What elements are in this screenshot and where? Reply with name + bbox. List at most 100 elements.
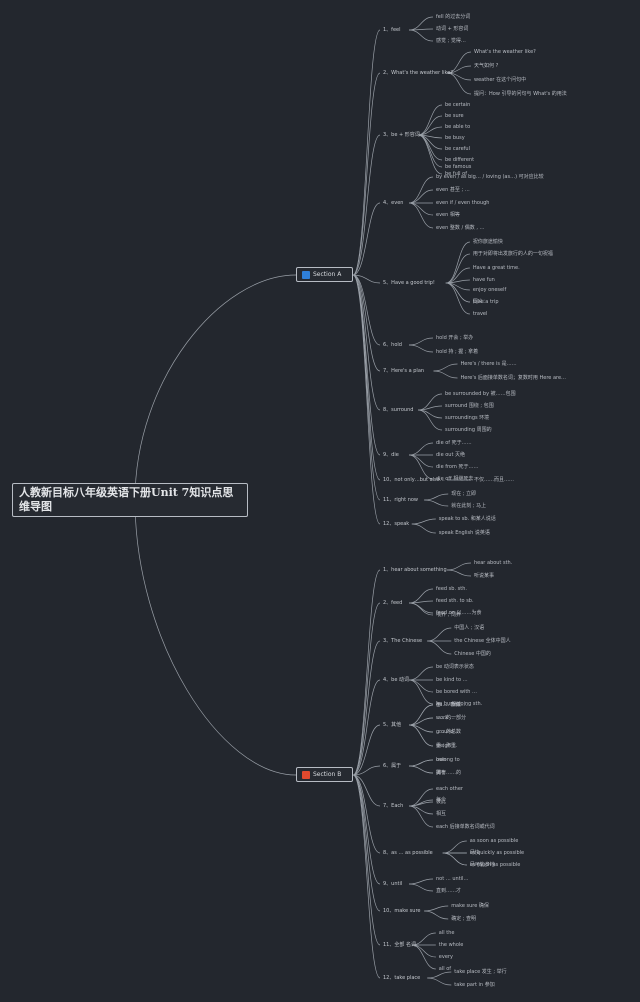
connector-branch-leaf xyxy=(408,600,434,604)
connector-section-branch xyxy=(352,274,381,456)
connector-branch-leaf xyxy=(445,241,470,284)
connector-section-branch xyxy=(352,774,381,912)
connector-branch-leaf xyxy=(408,602,434,616)
connector-branch-leaf xyxy=(442,840,467,854)
connector-branch-leaf xyxy=(408,724,434,747)
connector-section-branch xyxy=(352,274,381,284)
branch-label[interactable]: 11、全部 名词 xyxy=(383,942,416,948)
branch-label[interactable]: 9、until xyxy=(383,881,403,887)
leaf-label: the whole xyxy=(438,942,464,948)
branch-label[interactable]: 6、属于 xyxy=(383,763,402,769)
leaf-label: be 动词表示状态 xyxy=(436,664,474,670)
connector-branch-leaf xyxy=(408,442,434,456)
leaf-label: ground … xyxy=(436,729,461,735)
connector-branch-leaf xyxy=(408,202,434,216)
connector-branch-leaf xyxy=(446,51,472,74)
connector-branch-leaf xyxy=(408,189,434,204)
connector-section-branch xyxy=(352,774,381,946)
connector-section-branch xyxy=(352,274,381,525)
leaf-label: hold 开会 ; 举办 xyxy=(436,335,474,341)
leaf-label: Here's / there is 是…… xyxy=(460,361,517,367)
connector-branch-leaf xyxy=(417,393,443,411)
leaf-label: all the xyxy=(438,930,455,936)
branch-label[interactable]: 5、其他 xyxy=(383,722,402,728)
branch-label[interactable]: 11、right now xyxy=(383,497,419,503)
connector-branch-leaf xyxy=(408,602,434,614)
branch-label[interactable]: 1、feel xyxy=(383,27,401,33)
leaf-label: Have a great time. xyxy=(472,265,520,271)
connector-branch-leaf xyxy=(411,518,436,525)
branch-label[interactable]: 12、speak xyxy=(383,521,410,527)
connector-section-branch xyxy=(352,134,381,276)
connector-section-branch xyxy=(352,602,381,776)
leaf-label: belong to xyxy=(436,757,460,763)
branch-label[interactable]: 4、be 动词 xyxy=(383,677,410,683)
leaf-label: be careful xyxy=(445,146,470,152)
branch-label[interactable]: 7、Here's a plan xyxy=(383,368,425,374)
branch-label[interactable]: 10、make sure xyxy=(383,908,421,914)
leaf-label: Chinese 中国的 xyxy=(454,651,491,657)
connector-branch-leaf xyxy=(408,337,434,346)
root-topic[interactable]: 人教新目标八年级英语下册Unit 7知识点思维导图 xyxy=(12,483,248,517)
connector-branch-leaf xyxy=(427,640,452,655)
leaf-label: weather 在这个问句中 xyxy=(474,77,527,83)
branch-label[interactable]: 2、feed xyxy=(383,600,403,606)
leaf-label: even 甚至 ; … xyxy=(436,187,470,193)
leaf-label: not … until… xyxy=(436,876,469,882)
branch-label[interactable]: 9、die xyxy=(383,452,399,458)
connector-section-branch xyxy=(352,724,381,776)
leaf-label: 重 ; 称重 xyxy=(436,743,456,749)
leaf-label: speak to sb. 和某人说话 xyxy=(438,516,496,522)
leaf-label: make sure 确保 xyxy=(451,903,489,909)
connector-branch-leaf xyxy=(408,679,434,705)
branch-label[interactable]: 3、The Chinese xyxy=(383,638,423,644)
leaf-label: be kind to … xyxy=(436,677,468,683)
connector-branch-leaf xyxy=(445,253,470,284)
branch-label[interactable]: 5、Have a good trip! xyxy=(383,280,435,286)
branch-label[interactable]: 8、surround xyxy=(383,407,414,413)
leaf-label: 动词 + 形容词 xyxy=(436,26,469,32)
branch-label[interactable]: 4、even xyxy=(383,200,404,206)
branch-label[interactable]: 2、What's the weather like? xyxy=(383,70,453,76)
connector-branch-leaf xyxy=(408,176,434,204)
connector-branch-leaf xyxy=(408,454,434,480)
connector-branch-leaf xyxy=(417,104,443,136)
leaf-label: have fun xyxy=(472,277,495,283)
leaf-label: be famous xyxy=(445,164,472,170)
branch-label[interactable]: 12、take place xyxy=(383,975,421,981)
section-a-node[interactable]: Section A xyxy=(296,267,353,282)
leaf-label: be able to xyxy=(445,124,471,130)
connector-branch-leaf xyxy=(408,704,434,726)
branch-label[interactable]: 6、hold xyxy=(383,342,402,348)
connector-section-branch xyxy=(352,202,381,276)
section-b-node[interactable]: Section B xyxy=(296,767,353,782)
leaf-label: 每个 xyxy=(436,797,447,803)
connector-branch-leaf xyxy=(408,454,434,468)
connector-branch-leaf xyxy=(408,765,434,774)
leaf-label: 同义： xyxy=(472,299,488,305)
leaf-label: travel xyxy=(472,311,488,317)
connector-branch-leaf xyxy=(424,905,449,912)
leaf-label: 喂养 ; 饲养 xyxy=(436,612,461,618)
leaf-label: hold 持 ; 握 ; 拿着 xyxy=(436,349,479,355)
leaf-label: be busy xyxy=(445,135,465,141)
connector-section-branch xyxy=(352,274,381,411)
branch-label[interactable]: 1、hear about something xyxy=(383,567,447,573)
leaf-label: be surrounded by 被……包围 xyxy=(445,391,516,397)
leaf-label: 尽快 xyxy=(469,850,480,856)
connector-branch-leaf xyxy=(408,344,434,353)
leaf-label: even 相等 xyxy=(436,212,460,218)
connector-branch-leaf xyxy=(446,65,472,74)
leaf-label: die of 死于…… xyxy=(436,440,472,446)
leaf-label: weigh … xyxy=(436,743,458,749)
leaf-label: the Chinese 全体中国人 xyxy=(454,638,511,644)
branch-label[interactable]: 3、be + 形容词 xyxy=(383,132,420,138)
branch-label[interactable]: 8、as … as possible xyxy=(383,850,433,856)
leaf-label: 确定 ; 查明 xyxy=(451,916,477,922)
connector-branch-leaf xyxy=(408,679,434,693)
branch-label[interactable]: 10、not only…but also… xyxy=(383,477,445,483)
connector-branch-leaf xyxy=(417,134,443,168)
leaf-label: Here's 后面接单数名词；复数时用 Here are… xyxy=(460,375,567,381)
branch-label[interactable]: 7、Each xyxy=(383,803,404,809)
